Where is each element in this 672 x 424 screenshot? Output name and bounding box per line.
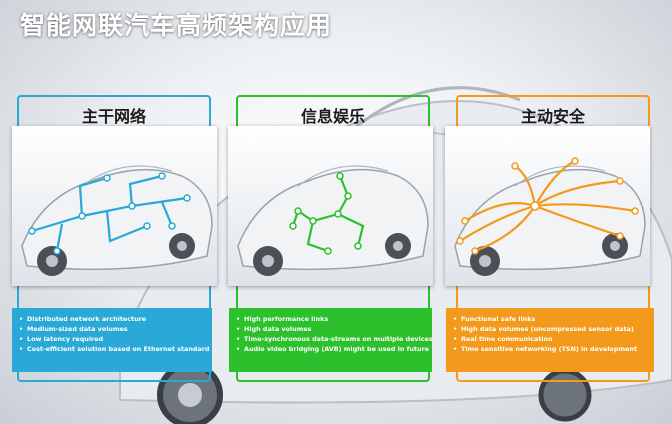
feature-list-infotainment: High performance links High data volumes… (229, 308, 433, 372)
list-item: Low latency required (18, 334, 206, 344)
panel-title-safety: 主动安全 (520, 107, 585, 126)
list-item: High data volumes (uncompressed sensor d… (452, 324, 648, 334)
page-title: 智能网联汽车高频架构应用 (20, 11, 333, 40)
panel-title-backbone: 主干网络 (81, 107, 146, 126)
feature-list-backbone: Distributed network architecture Medium-… (12, 308, 212, 372)
car-network-image-infotainment (228, 126, 433, 286)
list-item: Audio video bridging (AVB) might be used… (235, 344, 429, 354)
list-item: Cost-efficient solution based on Etherne… (18, 344, 209, 354)
list-item: High performance links (235, 314, 426, 324)
list-item: Time sensitive networking (TSN) in devel… (452, 344, 648, 354)
list-item: Distributed network architecture (18, 314, 206, 324)
list-item: High data volumes (235, 324, 426, 334)
car-network-image-backbone (12, 126, 217, 286)
list-item: Medium-sized data volumes (18, 324, 206, 334)
list-item: Time-synchronous data-streams on multipl… (235, 334, 433, 344)
list-item: Functional safe links (452, 314, 648, 324)
panel-title-infotainment: 信息娱乐 (300, 107, 365, 126)
list-item: Real time communication (452, 334, 648, 344)
car-network-image-safety (445, 126, 650, 286)
feature-list-safety: Functional safe links High data volumes … (446, 308, 654, 372)
